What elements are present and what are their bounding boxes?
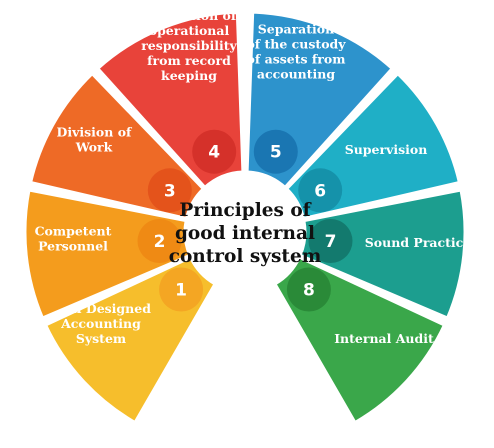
- segment-2-label-line: Competent: [35, 224, 112, 239]
- center-disc: [186, 173, 304, 291]
- segment-1-badge: [159, 267, 204, 312]
- segment-3-badge: [147, 168, 192, 213]
- segment-4-label-line: keeping: [161, 68, 217, 83]
- segment-4-label-line: Separation of: [142, 8, 238, 23]
- segment-5-label-line: of the custody: [246, 37, 346, 52]
- segment-4-label-line: from record: [147, 53, 231, 68]
- segment-4-label-line: operational: [149, 23, 230, 38]
- segment-6-number: 6: [314, 181, 326, 201]
- segment-8-badge: [286, 267, 331, 312]
- center-title: Principles of good internal control syst…: [169, 200, 322, 267]
- segment-4-badge: [192, 129, 237, 174]
- segment-4-label-line: responsibility: [141, 38, 237, 53]
- segment-8-label-line: Internal Audit: [334, 331, 434, 346]
- segment-2-badge: [137, 219, 182, 263]
- segment-5-label-line: of assets from: [247, 52, 346, 67]
- segment-5-badge: [253, 129, 298, 174]
- segment-8-number: 8: [303, 281, 315, 301]
- segment-5-number: 5: [270, 143, 282, 163]
- segment-3-label-line: Division of: [57, 125, 134, 140]
- segment-7: 7 Sound Practice: [298, 188, 471, 320]
- segment-4-number: 4: [208, 143, 220, 163]
- center-title-line-2: good internal: [175, 223, 315, 244]
- segment-5-label-line: Separation: [258, 22, 334, 37]
- segment-2-label-line: Personnel: [38, 239, 108, 254]
- segment-5-label-line: accounting: [257, 67, 335, 82]
- center-title-line-3: control system: [169, 246, 322, 267]
- segment-1-number: 1: [175, 281, 187, 301]
- segment-3-label-line: Work: [75, 140, 113, 155]
- segment-6-badge: [298, 168, 343, 213]
- segment-4: 4 Separation ofoperationalresponsibilityf…: [96, 8, 245, 189]
- segment-7-badge: [308, 219, 353, 263]
- center-title-line-1: Principles of: [179, 200, 311, 221]
- segment-6: 6 Supervision: [285, 72, 461, 220]
- segment-6-label-line: Supervision: [345, 142, 428, 157]
- segment-3-number: 3: [164, 181, 176, 201]
- segment-1-label-line: Accounting: [60, 316, 141, 331]
- segment-7-number: 7: [325, 232, 337, 252]
- segment-7-label-line: Sound Practice: [365, 235, 471, 250]
- segment-2-number: 2: [154, 232, 166, 252]
- segment-1-label-line: System: [76, 331, 126, 346]
